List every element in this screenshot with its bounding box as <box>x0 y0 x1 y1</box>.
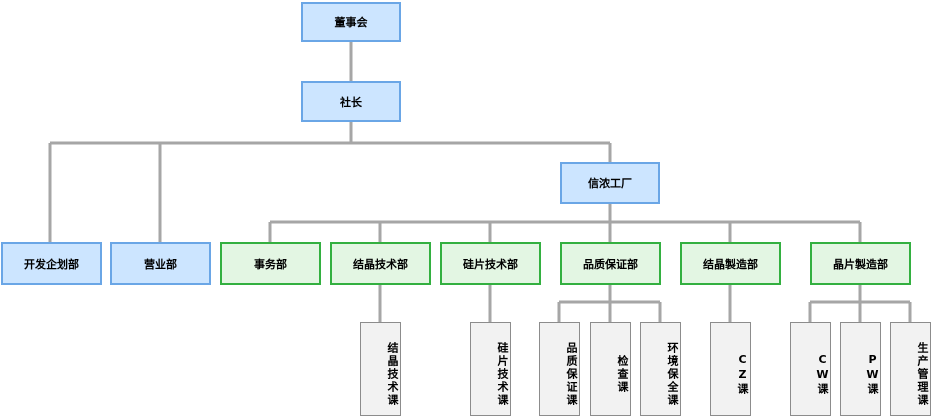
node-wafer-tech: 硅片技术部 <box>440 242 541 285</box>
node-president: 社长 <box>301 81 401 122</box>
node-crystal-mfg: 结晶製造部 <box>680 242 781 285</box>
node-quality-assurance: 品质保证部 <box>560 242 661 285</box>
node-general-affairs: 事务部 <box>220 242 321 285</box>
node-cw-section: CW课 <box>790 322 831 416</box>
node-inspection-section: 检查课 <box>590 322 631 416</box>
node-pw-section: PW课 <box>840 322 881 416</box>
node-factory: 信浓工厂 <box>560 162 660 204</box>
node-board: 董事会 <box>301 2 401 42</box>
node-production-mgmt-section: 生产管理课 <box>890 322 931 416</box>
node-sales: 营业部 <box>110 242 211 285</box>
node-wafer-tech-section: 硅片技术课 <box>470 322 511 416</box>
node-development: 开发企划部 <box>1 242 102 285</box>
node-wafer-mfg: 晶片製造部 <box>810 242 911 285</box>
node-environment-safety-section: 环境保全课 <box>640 322 681 416</box>
node-crystal-tech: 结晶技术部 <box>330 242 431 285</box>
node-cz-section: CZ课 <box>710 322 751 416</box>
node-crystal-tech-section: 结晶技术课 <box>360 322 401 416</box>
node-qa-section: 品质保证课 <box>539 322 580 416</box>
